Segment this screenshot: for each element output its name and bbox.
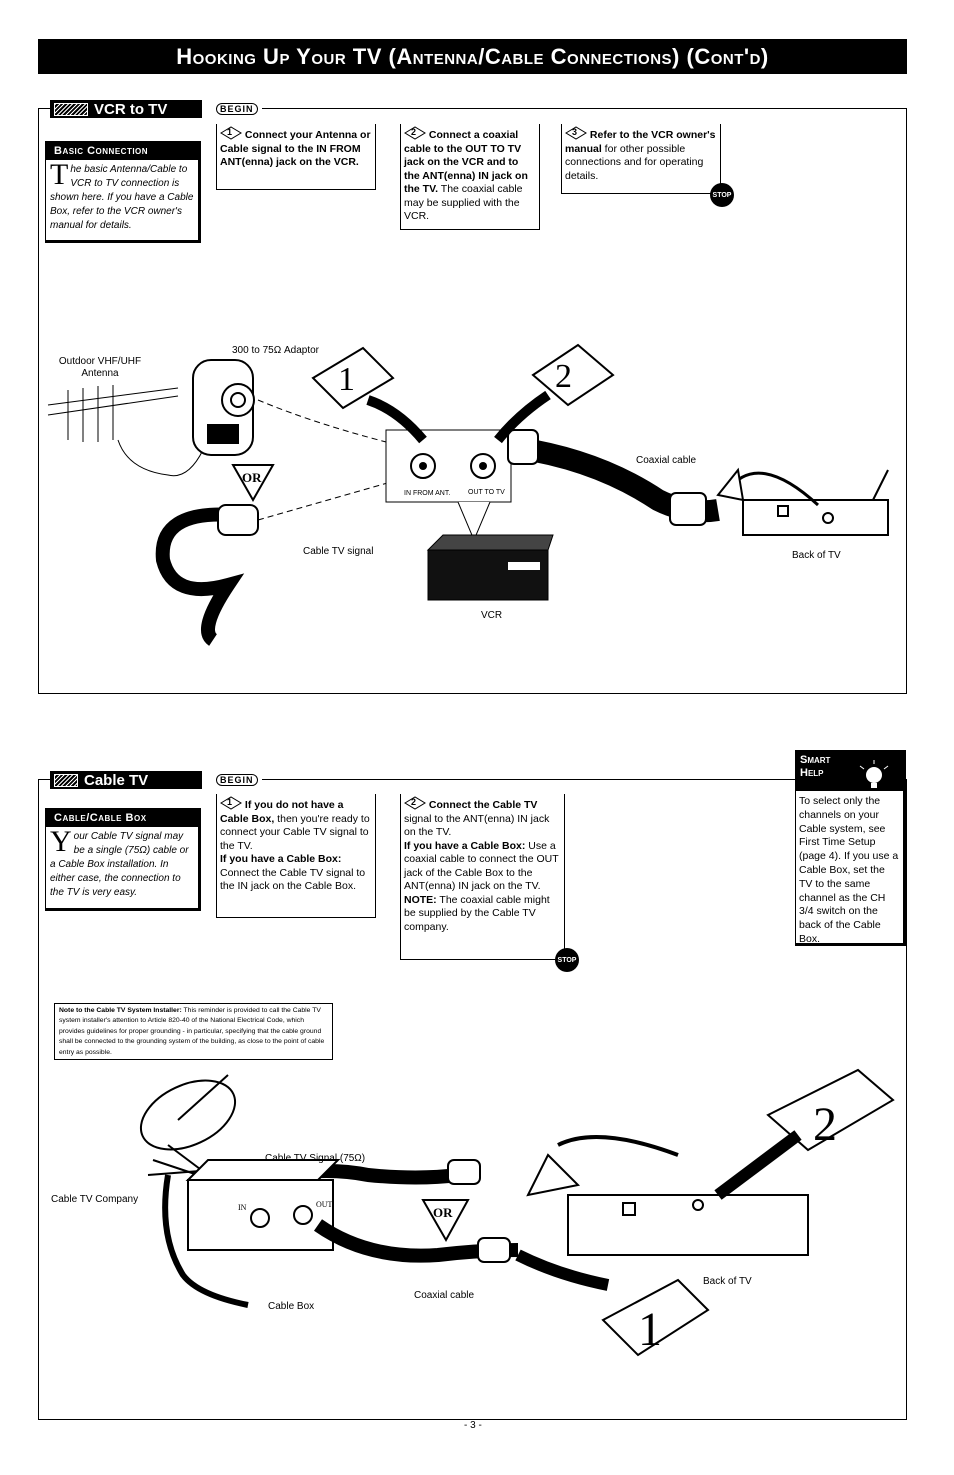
stop-icon: STOP: [555, 948, 579, 972]
basic-connection-sidebar: Basic Connection T he basic Antenna/Cabl…: [45, 141, 201, 243]
cable-box-sidebar: Cable/Cable Box Y our Cable TV signal ma…: [45, 808, 201, 911]
vcr-step-1: 1 Connect your Antenna or Cable signal t…: [216, 124, 376, 190]
tv-back-illustration: [742, 469, 889, 536]
cable-step-2: 2 Connect the Cable TV signal to the ANT…: [400, 794, 565, 960]
sidebar-heading: Cable/Cable Box: [46, 809, 198, 827]
svg-text:1: 1: [638, 1303, 662, 1356]
callout-1-diamond: [311, 346, 395, 410]
vcr-section-top-rule: [262, 108, 907, 109]
vcr-unit-illustration: [426, 534, 554, 601]
antenna-illustration: [47, 385, 204, 477]
cable-signal-label: Cable TV signal: [303, 546, 374, 557]
svg-text:IN: IN: [238, 1203, 247, 1212]
svg-text:OUT: OUT: [316, 1200, 333, 1209]
cable-box-label: Cable Box: [268, 1301, 315, 1312]
cable-signal-label: Cable TV Signal (75Ω): [265, 1153, 366, 1164]
vcr-step-2: 2 Connect a coaxial cable to the OUT TO …: [400, 124, 540, 230]
adaptor-illustration: [192, 359, 255, 456]
begin-marker: BEGIN: [216, 774, 258, 786]
tv-icon: [54, 102, 88, 116]
svg-text:2: 2: [813, 1098, 837, 1151]
callout-1-diamond: [601, 1278, 710, 1357]
stop-icon: STOP: [710, 183, 734, 207]
page-title: Hooking Up Your TV (Antenna/Cable Connec…: [38, 39, 907, 74]
sidebar-text: Y our Cable TV signal may be a single (7…: [50, 825, 189, 899]
vcr-step-3: 3 Refer to the VCR owner's manual for ot…: [561, 124, 721, 194]
smart-help-box: Smart Help To select only the channels o…: [795, 750, 906, 946]
sidebar-heading: Basic Connection: [46, 142, 198, 160]
smart-help-text: To select only the channels on your Cabl…: [799, 795, 899, 945]
begin-marker: BEGIN: [216, 103, 258, 115]
cable-section-panel: [38, 779, 907, 1420]
vcr-connection-diagram: OR 1 2: [47, 343, 889, 646]
page-number: - 3 -: [464, 1420, 482, 1431]
sidebar-text: T he basic Antenna/Cable to VCR to TV co…: [50, 158, 194, 232]
cable-section-top-rule: [262, 779, 796, 780]
smart-help-heading: Smart Help: [796, 751, 903, 791]
back-of-tv-label: Back of TV: [703, 1276, 752, 1287]
cable-company-label: Cable TV Company: [51, 1194, 139, 1205]
coaxial-cable-label: Coaxial cable: [636, 455, 697, 466]
lightbulb-icon: [859, 760, 889, 788]
cable-icon: [54, 773, 78, 787]
svg-text:OR: OR: [242, 470, 262, 485]
vcr-heading-rule: [38, 108, 50, 109]
cable-step-1: 1 If you do not have a Cable Box, then y…: [216, 794, 376, 918]
dropcap: Y: [50, 825, 72, 858]
cable-section-heading: Cable TV: [50, 771, 202, 789]
svg-text:1: 1: [338, 361, 355, 398]
svg-text:2: 2: [555, 358, 572, 395]
vcr-section-heading: VCR to TV: [50, 100, 202, 118]
step-number-icon: 3: [565, 126, 587, 140]
vcr-label: VCR: [481, 610, 503, 621]
back-of-tv-label: Back of TV: [792, 550, 841, 561]
in-from-ant-label: IN FROM ANT.: [404, 490, 451, 497]
callout-2-diamond: [531, 343, 615, 407]
cable-connection-diagram: OR IN OUT 2 1: [139, 1068, 895, 1357]
or-shield-icon: [231, 464, 275, 503]
cable-heading-rule: [38, 779, 50, 780]
vcr-section-panel: [38, 108, 907, 694]
adaptor-label: 300 to 75Ω Adaptor: [232, 345, 319, 356]
installer-note: Note to the Cable TV System Installer: T…: [54, 1003, 333, 1060]
cable-box-illustration: [185, 1159, 341, 1251]
svg-text:OR: OR: [433, 1205, 453, 1220]
step-number-icon: 2: [404, 796, 426, 810]
step-number-icon: 2: [404, 126, 426, 140]
step-number-icon: 1: [220, 796, 242, 810]
out-to-tv-label: OUT TO TV: [468, 489, 505, 496]
tv-back-illustration: [567, 1194, 809, 1256]
coaxial-cable-label: Coaxial cable: [414, 1290, 475, 1301]
dropcap: T: [50, 158, 69, 191]
step-number-icon: 1: [220, 126, 242, 140]
antenna-label: Outdoor VHF/UHF Antenna: [58, 356, 142, 379]
